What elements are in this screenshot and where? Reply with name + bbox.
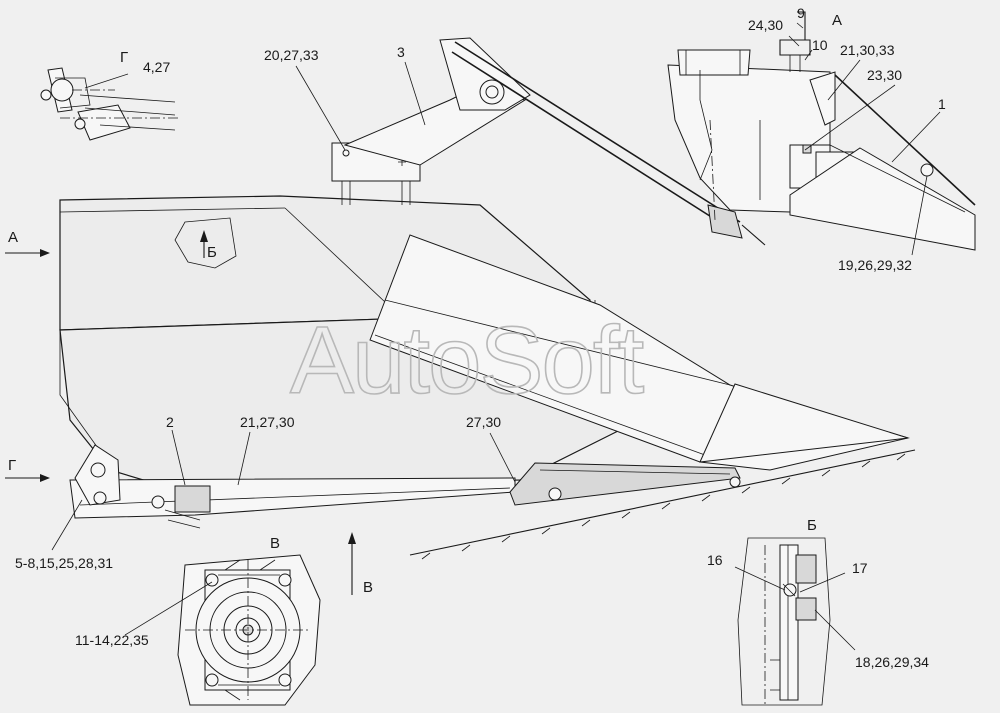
view-label-V: В xyxy=(270,535,280,552)
detail-view-G xyxy=(40,67,180,141)
callout-4-27: 4,27 xyxy=(143,59,170,75)
callout-10: 10 xyxy=(812,37,828,53)
callout-2: 2 xyxy=(166,414,174,430)
callout-20-27-33: 20,27,33 xyxy=(264,47,319,63)
snout-tip xyxy=(699,383,909,463)
callout-21-27-30: 21,27,30 xyxy=(240,414,295,430)
detail-view-A xyxy=(667,11,976,251)
callout-1: 1 xyxy=(938,96,946,112)
arrow-A xyxy=(5,249,50,257)
callout-21-30-33-top: 21,30,33 xyxy=(840,42,895,58)
callout-23-30: 23,30 xyxy=(867,67,902,83)
callout-19-26-29-32: 19,26,29,32 xyxy=(838,257,912,273)
callout-16: 16 xyxy=(707,552,723,568)
view-label-A: А xyxy=(832,12,842,29)
arrow-label-A: А xyxy=(8,229,18,246)
callout-17: 17 xyxy=(852,560,868,576)
arrow-label-V: В xyxy=(363,579,373,596)
detail-view-B xyxy=(737,537,831,706)
skid xyxy=(509,462,741,506)
view-label-B: Б xyxy=(807,517,817,534)
front-hitch xyxy=(74,444,201,529)
callout-3: 3 xyxy=(397,44,405,60)
marker-B-on-body xyxy=(174,217,237,269)
marker-label-B: Б xyxy=(207,244,217,261)
leader-lines xyxy=(51,22,941,651)
callout-9: 9 xyxy=(797,5,805,21)
watermark-text: AutoSoft xyxy=(290,307,644,414)
arrow-G xyxy=(5,474,50,482)
callout-18-26-29-34: 18,26,29,34 xyxy=(855,654,929,670)
header-body xyxy=(59,195,910,519)
detail-view-V xyxy=(177,554,321,706)
arrow-label-G: Г xyxy=(8,457,16,474)
callout-5-8: 5-8,15,25,28,31 xyxy=(15,555,113,571)
callout-24-30: 24,30 xyxy=(748,17,783,33)
ground-hatching xyxy=(421,453,906,560)
lifting-arm xyxy=(343,37,766,246)
callout-27-30: 27,30 xyxy=(466,414,501,430)
view-label-G: Г xyxy=(120,49,128,66)
callout-11-14: 11-14,22,35 xyxy=(75,632,149,648)
ground-line xyxy=(409,449,916,556)
arrow-V xyxy=(348,532,356,595)
